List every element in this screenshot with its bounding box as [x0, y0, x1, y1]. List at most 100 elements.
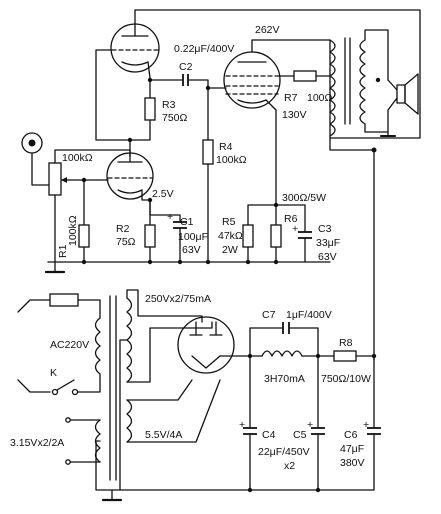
ht-ct [119, 339, 128, 491]
pot-wiper-arrow [61, 177, 67, 183]
c7-wire-b [288, 327, 319, 357]
ground-bus-bottom [103, 484, 375, 491]
upper-grid-frame [95, 49, 131, 141]
input-wire [31, 152, 56, 186]
c45-count: x2 [284, 460, 295, 472]
r4-resistor [202, 139, 214, 165]
ac-label: AC220V [50, 339, 89, 351]
c4-plus: + [239, 419, 245, 431]
c3-value: 33μF [316, 237, 340, 249]
gnd-node-5 [245, 259, 251, 265]
r1-name: R1 [57, 244, 69, 258]
gnd-node-1 [81, 259, 87, 265]
r3-name: R3 [162, 99, 176, 111]
c6-name: C6 [344, 429, 358, 441]
mains-wire-top [17, 299, 51, 313]
volume-pot [48, 162, 62, 196]
c1-value: 100μF [178, 231, 208, 243]
c2-wire-b [187, 79, 227, 89]
lower-triode-cathode [141, 189, 151, 201]
gnd-node-4 [205, 259, 211, 265]
r5-name: R5 [222, 216, 236, 228]
c3-name: C3 [318, 223, 332, 235]
fuse [49, 293, 79, 307]
r6-name: R6 [284, 213, 298, 225]
cathode-wire [149, 199, 181, 223]
mains-wire-fuse-out [77, 299, 101, 319]
ground-icon-speaker [380, 131, 396, 137]
b-plus-label: 262V [255, 24, 280, 36]
gnd-node-3 [177, 259, 183, 265]
r7-value: 100Ω [307, 92, 333, 104]
v130-label: 130V [282, 109, 307, 121]
choke-label: 3H70mA [264, 373, 305, 385]
switch-wire-out [77, 373, 101, 393]
power-cathode-wire [265, 99, 277, 206]
r4-value: 100kΩ [216, 154, 247, 166]
c1-name: C1 [180, 216, 194, 228]
r8-resistor [333, 350, 357, 362]
c3-voltage: 63V [318, 251, 337, 263]
b-plus-frame-right [329, 137, 375, 151]
mains-wire-bottom [17, 379, 51, 393]
r7-name: R7 [284, 92, 298, 104]
c3-plus: + [292, 223, 298, 235]
v25-label: 2.5V [152, 188, 174, 200]
c7-value: 1μF/400V [286, 309, 332, 321]
choke-inductor [261, 350, 303, 357]
speaker-wire-b [387, 97, 398, 111]
ht-bottom [126, 321, 213, 383]
b-plus-frame-top [134, 9, 421, 139]
secondary-top [364, 29, 389, 81]
gnd-node-c5 [315, 487, 321, 493]
input-jack-icon [21, 132, 43, 154]
ground-icon-top [44, 261, 66, 274]
speaker-wire-a [387, 79, 398, 91]
fil-terminal-b [65, 459, 71, 465]
c1-plus: + [167, 211, 173, 223]
switch-contact-a [51, 388, 59, 396]
c5-name: C5 [293, 429, 307, 441]
r8-value: 750Ω/10W [321, 373, 371, 385]
r5-power: 2W [222, 244, 238, 256]
r3-wire-b [129, 119, 151, 141]
r6-rating: 300Ω/5W [282, 192, 326, 204]
c4-name: C4 [262, 429, 276, 441]
c7-wire-a [249, 327, 284, 357]
switch-blade [56, 379, 75, 391]
power-plate-wire [251, 39, 331, 71]
rect-fil-label: 5.5V/4A [145, 429, 182, 441]
c45-value: 22μF/450V [258, 446, 310, 458]
r6-resistor [270, 224, 282, 248]
r5-resistor [242, 224, 254, 248]
r8-name: R8 [339, 337, 353, 349]
speaker-icon [396, 73, 419, 115]
switch-contact-b [71, 388, 79, 396]
r2-name: R2 [116, 223, 130, 235]
pot-label: 100kΩ [62, 152, 93, 164]
output-transformer [329, 37, 366, 137]
r1-resistor [78, 224, 90, 248]
fil-ct [95, 440, 105, 491]
c6-value: 47μF [340, 443, 364, 455]
gnd-node-6 [273, 259, 279, 265]
ground-icon-bottom [101, 489, 123, 502]
rect-fil-wire-b [126, 379, 221, 443]
r4-name: R4 [219, 141, 233, 153]
rect-fil-wire-a [126, 379, 193, 401]
r5-value: 47kΩ [218, 230, 243, 242]
c6-voltage: 380V [340, 457, 365, 469]
power-transformer [94, 295, 133, 481]
c5-plus: + [307, 419, 313, 431]
r7-resistor [293, 70, 317, 82]
fil-terminal-a [65, 417, 71, 423]
r2-value: 75Ω [116, 236, 136, 248]
c1-voltage: 63V [182, 244, 201, 256]
power-tube [223, 51, 281, 109]
gnd-node-c4 [247, 487, 253, 493]
c6-plus: + [363, 419, 369, 431]
r3-resistor [144, 97, 156, 121]
secondary-tap [375, 77, 381, 83]
